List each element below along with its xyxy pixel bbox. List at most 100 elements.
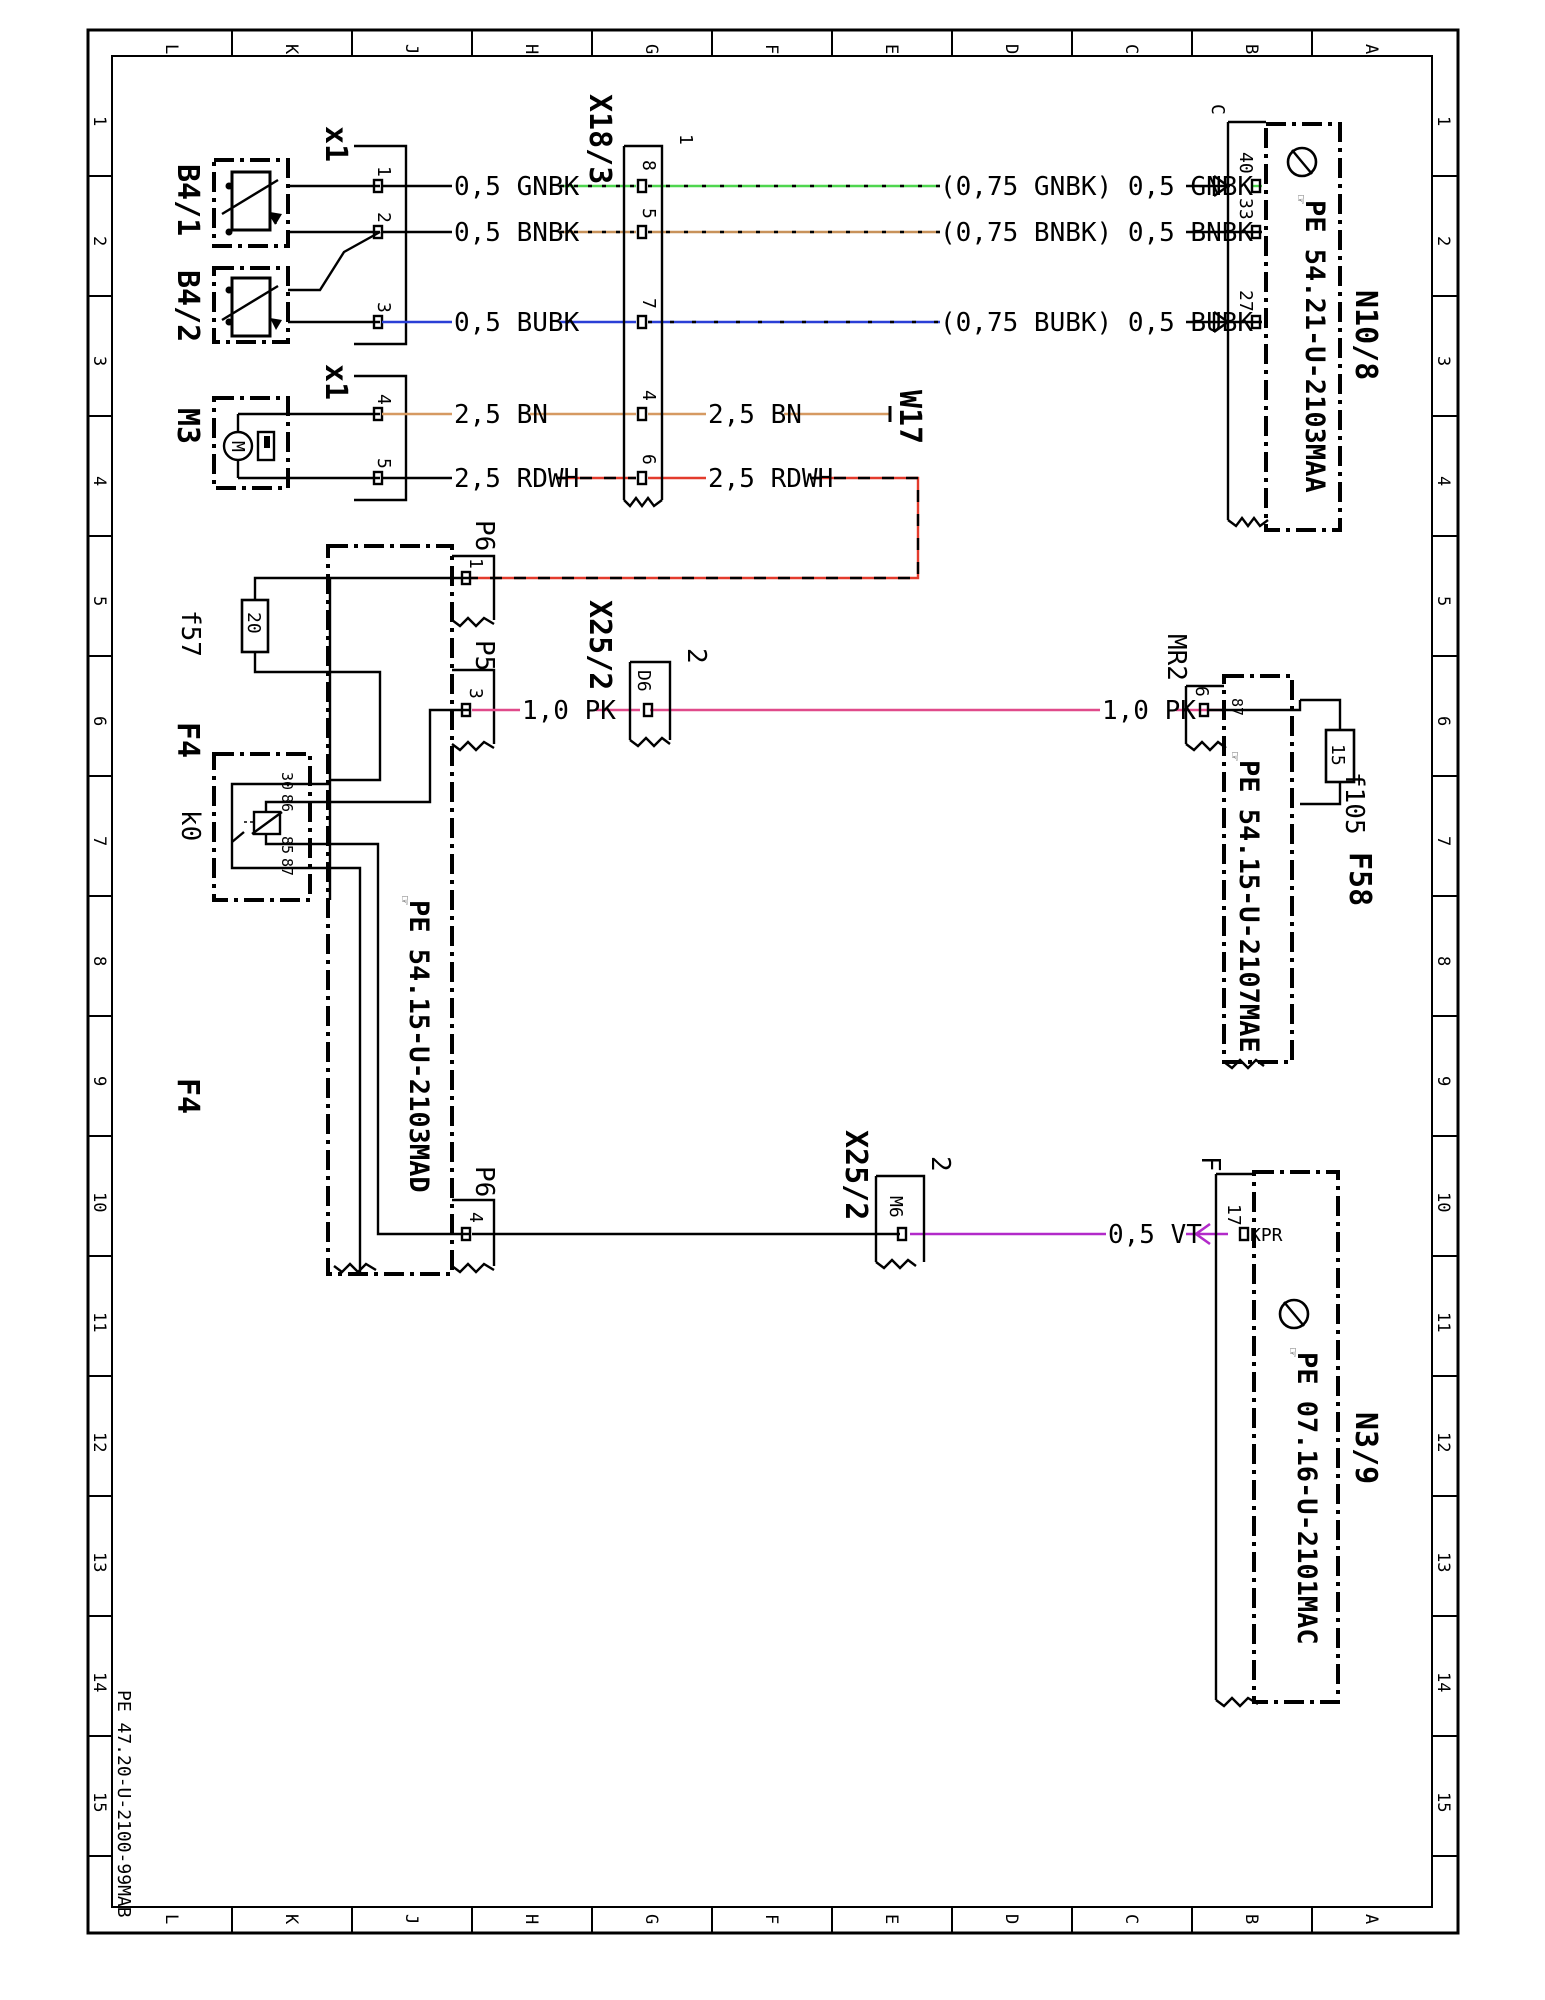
wire-2-left-label: 0,5 BNBK [454,218,580,248]
x18-3-label: X18/3 [582,94,617,184]
f57-label: f57 [175,610,205,657]
pin-number: 1 [373,166,394,177]
kpr-label: KPR [1250,1225,1283,1246]
f4-module-box [326,544,454,1276]
pin-number: 8 [638,160,659,171]
row-number: 3 [1433,356,1453,366]
relay-pin-numbers: 30 86 85 87 [278,772,296,876]
row-number: 6 [89,716,109,726]
col-letter: H [521,44,541,54]
col-letter: G [641,44,661,54]
document-reference: PE 47.20-U-2100-99MAB [113,1690,134,1918]
wire-rdwh [382,476,920,580]
row-number: 9 [1433,1076,1453,1086]
b4-2-sensor [212,266,290,344]
pin-number: 87 [1228,698,1246,716]
row-number: 13 [89,1552,109,1572]
row-number: 3 [89,356,109,366]
pin-number: 4 [465,1212,486,1223]
hand-pointer-icon: ☞ [1284,1348,1302,1357]
col-letter: E [881,1914,901,1924]
x18-3-pins [636,178,648,486]
pin-number: 86 [278,794,296,812]
grid-column-letters-bottom: L K J H G F E D C B A [161,1914,1381,1925]
row-number: 9 [89,1076,109,1086]
p5-label: P5 [469,640,499,671]
pin-number: 6 [638,454,659,465]
row-number: 7 [1433,836,1453,846]
sensor-feed-lines [288,184,381,480]
wire-6-right-label: 1,0 PK [1102,696,1196,726]
col-letter: C [1121,44,1141,54]
col-letter: B [1241,44,1261,54]
wire-7-label: 0,5 VT [1108,1220,1202,1250]
row-number: 8 [89,956,109,966]
x25-2-top-pin-label: 2 [681,648,711,664]
m3-motor [212,396,290,490]
f57-value: 20 [243,612,264,634]
b4-2-label: B4/2 [170,270,205,342]
row-number: 8 [1433,956,1453,966]
row-number: 2 [1433,236,1453,246]
wire-1-left-label: 0,5 GNBK [454,172,580,202]
f58-pe-reference: PE 54.15-U-2107MAE [1233,760,1264,1053]
x25-2-top-connector [628,660,672,748]
col-letter: B [1241,1914,1261,1924]
pin-number: 3 [465,688,486,699]
pin-number: 40 [1235,152,1256,174]
hand-pointer-icon: ☞ [1226,752,1244,761]
w17-label: W17 [892,390,927,444]
col-letter: D [1001,1914,1021,1924]
wire-6-left-label: 1,0 PK [522,696,616,726]
col-letter: K [281,44,301,55]
f4-top-label: F4 [170,722,205,758]
grid-column-letters-top: L K J H G F E D C B A [161,44,1381,55]
pin-number: 17 [1223,1204,1244,1226]
x25-2-top-label: X25/2 [582,600,617,690]
row-number: 6 [1433,716,1453,726]
pin-number: 7 [638,298,659,309]
col-letter: C [1121,1914,1141,1924]
f4-pe-reference: PE 54.15-U-2103MAD [403,900,434,1193]
row-number: 4 [1433,476,1453,486]
col-letter: A [1361,1914,1381,1924]
row-number: 13 [1433,1552,1453,1572]
x1-connector-bottom [354,374,408,502]
row-number: 5 [89,596,109,606]
pin-number: 2 [373,212,394,223]
mr2-label: MR2 [1161,634,1191,681]
wire-2-right-label: (0,75 BNBK) 0,5 BNBK [940,218,1253,248]
pin-number: 27 [1235,290,1256,312]
grid-row-numbers-right: 1 2 3 4 5 6 7 8 9 10 11 12 13 14 15 [1433,116,1453,1812]
row-number: 11 [89,1312,109,1332]
wire-4-left-label: 2,5 BN [454,400,548,430]
pin-number: 30 [278,772,296,790]
col-letter: F [761,1914,781,1924]
k0-label: k0 [175,810,205,841]
grid-ticks [88,30,1458,1933]
pin-number: 5 [638,208,659,219]
x1-bottom-label: x1 [318,364,353,400]
col-letter: E [881,44,901,54]
p6-top-label: P6 [469,520,499,551]
n10-8-pins [1250,178,1262,330]
x25-2-top-contact: D6 [633,670,654,692]
col-letter: K [281,1914,301,1925]
wire-vt [472,1222,1228,1246]
f105-label: f105 [1339,772,1369,835]
k0-relay [212,752,330,902]
n10-8-pe-reference: PE 54.21-U-2103MAA [1299,200,1330,493]
f58-module [1184,674,1356,1070]
row-number: 14 [89,1672,109,1692]
row-number: 4 [89,476,109,486]
row-number: 15 [89,1792,109,1812]
col-letter: L [161,44,181,54]
row-number: 10 [1433,1192,1453,1212]
row-number: 1 [1433,116,1453,126]
wire-5-right-label: 2,5 RDWH [708,464,833,494]
col-letter: H [521,1914,541,1924]
pin-number: 4 [638,390,659,401]
row-number: 12 [1433,1432,1453,1452]
x1-pins [372,178,384,486]
